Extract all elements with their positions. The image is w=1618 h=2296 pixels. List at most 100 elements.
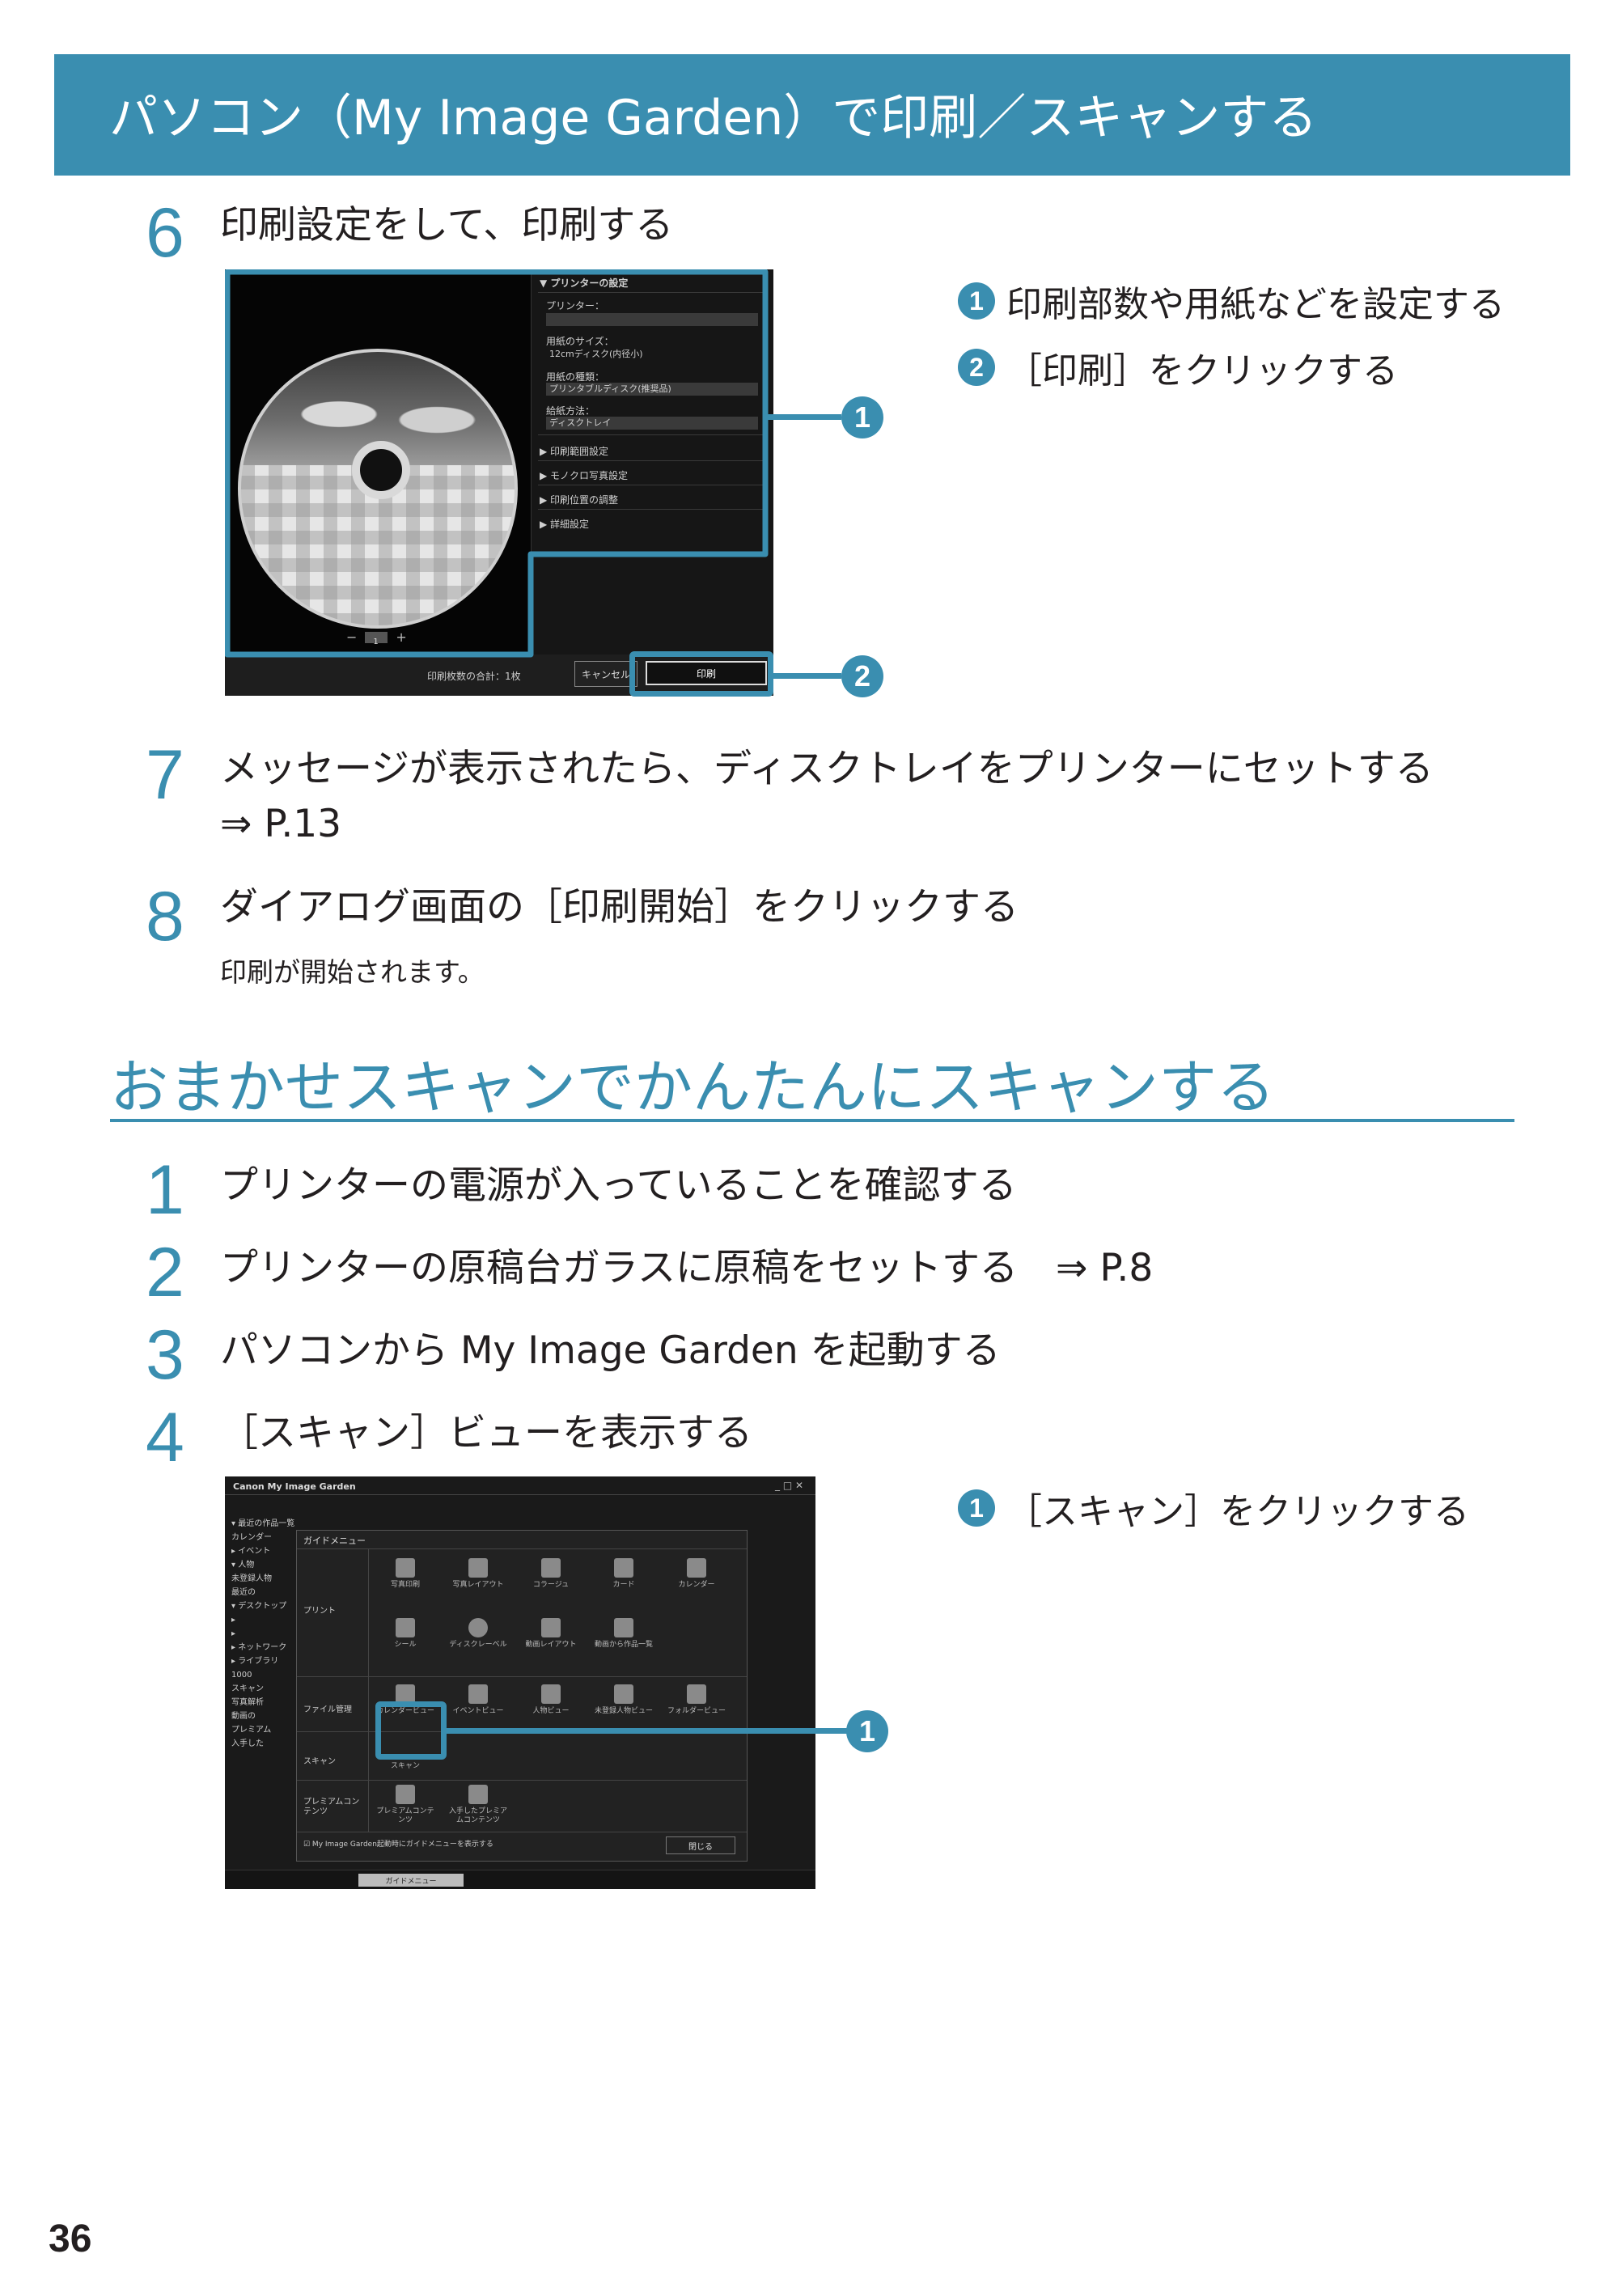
tree-item[interactable]: ▾ 人物	[231, 1561, 255, 1569]
paper-source-select[interactable]: ディスクトレイ	[546, 417, 758, 430]
scan-callout-1: 1 ［スキャン］をクリックする	[958, 1482, 1469, 1534]
badge-1-icon: 1	[846, 1710, 888, 1752]
printer-settings-heading[interactable]: ▼ プリンターの設定	[540, 277, 629, 289]
print-settings-screenshot: − 1 + ▼ プリンターの設定 プリンター： 用紙のサイズ： 12cmディスク…	[225, 269, 773, 696]
scan-section-title: おまかせスキャンでかんたんにスキャンする	[110, 1053, 1276, 1121]
printer-select[interactable]	[546, 313, 758, 326]
monochrome-section[interactable]: ▶ モノクロ写真設定	[540, 470, 629, 481]
tree-item[interactable]: 最近の	[231, 1588, 256, 1597]
collage-item[interactable]: コラージュ	[519, 1558, 583, 1590]
scan-item-highlight	[375, 1701, 447, 1760]
premium-contents-item[interactable]: プレミアムコンテンツ	[373, 1785, 438, 1825]
photo-print-icon	[396, 1558, 415, 1578]
calendar-icon	[687, 1558, 706, 1578]
calendar-view-item[interactable]: カレンダービュー	[373, 1684, 438, 1716]
media-type-label: 用紙の種類：	[546, 371, 605, 383]
tree-item[interactable]: ▸	[231, 1629, 236, 1638]
downloaded-premium-item[interactable]: 入手したプレミアムコンテンツ	[446, 1785, 510, 1825]
step-8-text: ダイアログ画面の［印刷開始］をクリックする	[220, 885, 1019, 930]
scan-step-2-number: 2	[146, 1234, 184, 1311]
tree-item[interactable]: ▸ イベント	[231, 1547, 271, 1556]
scan-callout-1-text: ［スキャン］をクリックする	[1006, 1491, 1469, 1532]
print-position-section[interactable]: ▶ 印刷位置の調整	[540, 494, 619, 506]
scan-step-3-text: パソコンから My Image Garden を起動する	[220, 1328, 1001, 1373]
video-capture-item[interactable]: 動画から作品一覧	[591, 1618, 656, 1650]
tree-item[interactable]: ▸ ライブラリ	[231, 1657, 279, 1666]
total-prints: 印刷枚数の合計：1枚	[427, 671, 521, 682]
scan-step-1-number: 1	[146, 1151, 184, 1229]
disc-icon	[468, 1618, 488, 1637]
tree-item[interactable]: ▾ デスクトップ	[231, 1602, 287, 1611]
callout-2-leader	[773, 673, 841, 679]
window-controls[interactable]: _ □ ✕	[775, 1480, 804, 1491]
window-title: Canon My Image Garden	[233, 1481, 356, 1492]
video-capture-icon	[614, 1618, 633, 1637]
tree-item[interactable]: ▸ ネットワーク	[231, 1643, 287, 1652]
tree-item[interactable]: 1000	[231, 1671, 252, 1680]
print-callout-1-text: 印刷部数や用紙などを設定する	[1006, 284, 1505, 325]
tree-item[interactable]: プレミアム	[231, 1726, 272, 1735]
tree-item[interactable]: カレンダー	[231, 1533, 272, 1542]
paper-size-value[interactable]: 12cmディスク(内径小)	[549, 349, 643, 359]
cancel-button[interactable]: キャンセル	[574, 661, 637, 687]
category-scan: スキャン	[303, 1757, 336, 1766]
scan-step-4-number: 4	[146, 1399, 184, 1476]
print-callout-2: 2 ［印刷］をクリックする	[958, 341, 1398, 393]
photo-layout-item[interactable]: 写真レイアウト	[446, 1558, 510, 1590]
badge-2-icon: 2	[958, 349, 995, 386]
unregistered-people-item[interactable]: 未登録人物ビュー	[591, 1684, 656, 1716]
print-preview-area: − 1 +	[225, 269, 531, 654]
zoom-in-icon[interactable]: +	[396, 629, 407, 645]
card-item[interactable]: カード	[591, 1558, 656, 1590]
scan-step-3-number: 3	[146, 1316, 184, 1394]
close-button[interactable]: 閉じる	[666, 1836, 735, 1854]
video-layout-item[interactable]: 動画レイアウト	[519, 1618, 583, 1650]
unregistered-person-icon	[614, 1684, 633, 1704]
photo-print-item[interactable]: 写真印刷	[373, 1558, 438, 1590]
zoom-value-box[interactable]: 1	[365, 631, 388, 646]
premium-folder-icon	[468, 1785, 488, 1804]
zoom-control: − 1 +	[346, 629, 407, 646]
event-view-item[interactable]: イベントビュー	[446, 1684, 510, 1716]
paper-size-label: 用紙のサイズ：	[546, 336, 614, 347]
print-button[interactable]: 印刷	[646, 661, 767, 685]
layout-icon	[468, 1558, 488, 1578]
print-callout-2-text: ［印刷］をクリックする	[1006, 350, 1398, 392]
tree-item[interactable]: 未登録人物	[231, 1574, 272, 1583]
guide-menu-tab[interactable]: ガイドメニュー	[358, 1874, 464, 1887]
calendar-item[interactable]: カレンダー	[664, 1558, 729, 1590]
tree-item[interactable]: 動画の	[231, 1712, 256, 1721]
print-range-section[interactable]: ▶ 印刷範囲設定	[540, 446, 609, 457]
sticker-icon	[396, 1618, 415, 1637]
sticker-item[interactable]: シール	[373, 1618, 438, 1650]
tree-item[interactable]: ▸	[231, 1616, 236, 1625]
zoom-out-icon[interactable]: −	[346, 629, 358, 645]
badge-2-icon: 2	[841, 655, 883, 697]
sidebar-tree: ▾ 最近の作品一覧 カレンダー ▸ イベント ▾ 人物 未登録人物 最近の ▾ …	[231, 1517, 353, 1751]
media-type-select[interactable]: プリンタブルディスク(推奨品)	[546, 383, 758, 396]
tree-item[interactable]: 写真解析	[231, 1698, 264, 1707]
tree-item[interactable]: スキャン	[231, 1684, 264, 1693]
card-icon	[614, 1558, 633, 1578]
video-layout-icon	[541, 1618, 561, 1637]
disc-label-preview	[238, 349, 518, 629]
show-guide-checkbox[interactable]: ☑ My Image Garden起動時にガイドメニューを表示する	[303, 1841, 493, 1849]
step-7-text: メッセージが表示されたら、ディスクトレイをプリンターにセットする	[220, 747, 1434, 791]
scan-step-4-text: ［スキャン］ビューを表示する	[220, 1411, 752, 1455]
folder-view-item[interactable]: フォルダービュー	[664, 1684, 729, 1716]
step-6-number: 6	[146, 194, 184, 272]
printer-label: プリンター：	[546, 300, 605, 311]
advanced-section[interactable]: ▶ 詳細設定	[540, 519, 590, 530]
step-7-reference[interactable]: ⇒ P.13	[220, 802, 342, 846]
category-premium: プレミアムコンテンツ	[303, 1798, 360, 1816]
person-icon	[541, 1684, 561, 1704]
guide-menu-dialog: ガイドメニュー プリント ファイル管理 スキャン プレミアムコンテンツ 写真印刷…	[296, 1530, 748, 1862]
people-view-item[interactable]: 人物ビュー	[519, 1684, 583, 1716]
zoom-value: 1	[373, 637, 379, 646]
step-8-number: 8	[146, 878, 184, 955]
tree-item[interactable]: ▾ 最近の作品一覧	[231, 1519, 295, 1528]
scan-callout-marker: 1	[846, 1710, 888, 1752]
disc-label-item[interactable]: ディスクレーベル	[446, 1618, 510, 1650]
step-8-subtext: 印刷が開始されます。	[220, 956, 485, 988]
tree-item[interactable]: 入手した	[231, 1739, 264, 1748]
